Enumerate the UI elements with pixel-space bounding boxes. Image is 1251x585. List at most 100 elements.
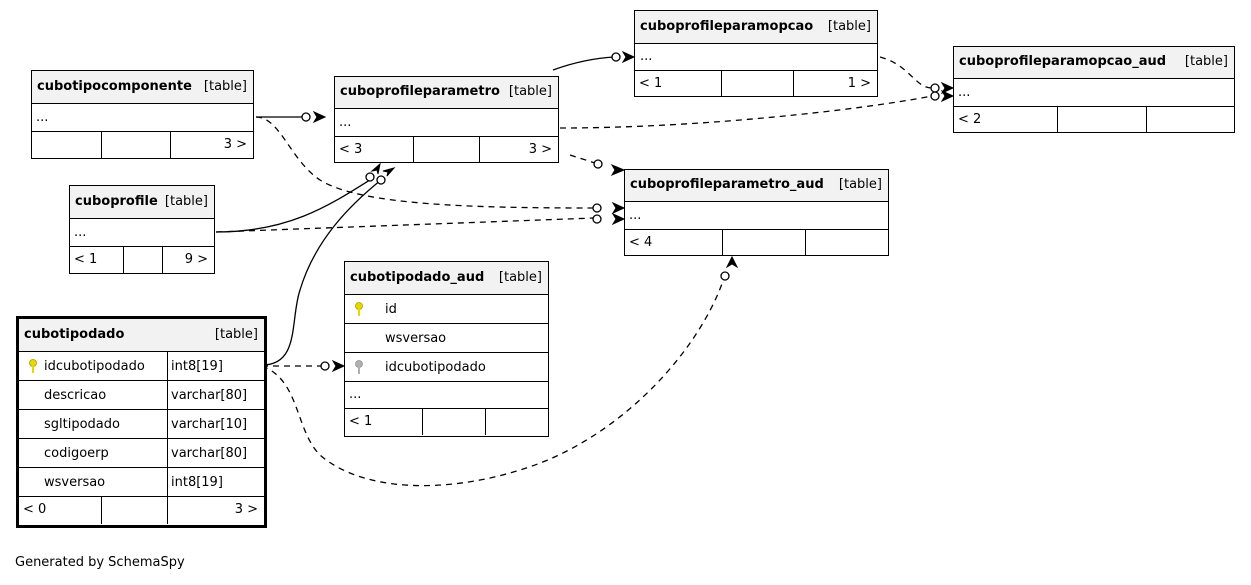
parent-count: < 4 [629, 235, 653, 250]
parent-count: < 2 [958, 112, 982, 127]
table-footer: < 0 3 > [19, 497, 264, 524]
endpoint-optional [930, 91, 940, 101]
column-type: int8[19] [171, 359, 223, 374]
column-row: wsversao int8[19] [19, 468, 264, 497]
primary-key-icon [355, 302, 363, 316]
endpoint-optional [592, 214, 602, 224]
table-type: [table] [498, 270, 542, 285]
ellipsis-row: ... [954, 79, 1234, 107]
table-cuboprofileparamopcao_aud[interactable]: cuboprofileparamopcao_aud [table] ... < … [953, 46, 1235, 133]
column-name: wsversao [385, 331, 447, 346]
child-count: 9 > [184, 252, 208, 267]
table-type: [table] [203, 79, 247, 94]
column-row: sgltipodado varchar[10] [19, 410, 264, 439]
column-type: int8[19] [171, 475, 223, 490]
column-name: idcubotipodado [44, 359, 145, 374]
crowfoot-marker [611, 201, 626, 215]
column-type: varchar[80] [171, 446, 248, 461]
column-row: idcubotipodado int8[19] [19, 352, 264, 381]
generator-credit: Generated by SchemaSpy [15, 555, 185, 570]
table-name: cuboprofile [75, 194, 158, 209]
column-type: varchar[80] [171, 388, 248, 403]
table-cubotipocomponente[interactable]: cubotipocomponente [table] ... 3 > [31, 70, 254, 159]
crowfoot-marker [312, 110, 327, 124]
child-count: 3 > [223, 137, 247, 152]
ellipsis-row: ... [70, 219, 214, 247]
table-type: [table] [838, 177, 882, 192]
ellipsis-row: ... [335, 109, 558, 137]
column-name: descricao [44, 388, 107, 403]
column-row: wsversao [345, 324, 548, 353]
endpoint-optional [930, 83, 940, 93]
table-header: cuboprofileparamopcao_aud [table] [954, 47, 1234, 79]
table-type: [table] [508, 84, 552, 99]
table-header: cuboprofile [table] [70, 186, 214, 219]
column-name: wsversao [44, 475, 106, 490]
foreign-key-icon [355, 360, 363, 374]
table-header: cubotipocomponente [table] [32, 71, 253, 104]
endpoint-optional [593, 159, 603, 169]
column-name: sgltipodado [44, 417, 120, 432]
table-type: [table] [164, 194, 208, 209]
table-cuboprofileparametro_aud[interactable]: cuboprofileparametro_aud [table] ... < 4 [624, 169, 889, 256]
edge-profile-parametro [215, 177, 374, 233]
crowfoot-marker [611, 212, 626, 226]
table-header: cuboprofileparamopcao [table] [635, 11, 877, 44]
table-header: cuboprofileparametro [table] [335, 77, 558, 109]
table-cubotipodado[interactable]: cubotipodado [table] idcubotipodado int8… [16, 316, 267, 528]
ellipsis-row: ... [635, 44, 877, 71]
table-footer: < 1 [345, 409, 548, 435]
table-name: cuboprofileparamopcao_aud [959, 54, 1167, 69]
crowfoot-marker [725, 255, 739, 269]
child-count: 3 > [528, 142, 552, 157]
table-name: cuboprofileparametro [340, 84, 500, 99]
parent-count: < 1 [349, 414, 373, 429]
table-cuboprofileparametro[interactable]: cuboprofileparametro [table] ... < 3 3 > [334, 76, 559, 163]
crowfoot-marker [370, 162, 381, 175]
table-footer: 3 > [32, 132, 253, 158]
table-name: cuboprofileparametro_aud [630, 177, 824, 192]
endpoint-optional [611, 52, 621, 62]
column-name: idcubotipodado [385, 360, 486, 375]
table-cuboprofileparamopcao[interactable]: cuboprofileparamopcao [table] ... < 1 1 … [634, 10, 878, 97]
edge-tipodado-parametroaud [261, 277, 725, 487]
column-row: descricao varchar[80] [19, 381, 264, 410]
endpoint-optional [592, 203, 602, 213]
crowfoot-marker [940, 81, 955, 95]
edge-paramopcao-paramopcaoaud [879, 56, 933, 89]
table-cubotipodado_aud[interactable]: cubotipodado_aud [table] id wsversao idc… [344, 261, 549, 437]
edge-parametro-paramopcao [552, 56, 616, 71]
crowfoot-marker [610, 163, 626, 177]
crowfoot-marker [331, 359, 346, 373]
table-footer: < 3 3 > [335, 137, 558, 163]
crowfoot-marker [940, 89, 955, 103]
table-header: cuboprofileparametro_aud [table] [625, 170, 888, 202]
table-footer: < 1 1 > [635, 71, 877, 97]
table-footer: < 1 9 > [70, 247, 214, 273]
parent-count: < 0 [23, 502, 47, 517]
table-name: cubotipodado [24, 327, 125, 342]
table-name: cuboprofileparamopcao [640, 19, 814, 34]
column-row: idcubotipodado [345, 353, 548, 382]
edge-parametro-parametroaud [569, 154, 596, 164]
table-footer: < 2 [954, 107, 1234, 133]
child-count: 3 > [234, 502, 258, 517]
edge-profile-parametroaud [215, 217, 595, 233]
column-type: varchar[10] [171, 417, 248, 432]
table-type: [table] [1184, 54, 1228, 69]
parent-count: < 1 [74, 252, 98, 267]
edge-tipodado-parametro [261, 179, 382, 366]
endpoint-optional [720, 271, 730, 281]
table-type: [table] [214, 327, 258, 342]
column-name: id [385, 302, 397, 317]
table-footer: < 4 [625, 230, 888, 256]
parent-count: < 3 [339, 142, 363, 157]
endpoint-optional [301, 112, 311, 122]
table-header: cubotipodado_aud [table] [345, 262, 548, 295]
table-name: cubotipodado_aud [350, 270, 485, 285]
table-cuboprofile[interactable]: cuboprofile [table] ... < 1 9 > [69, 185, 215, 274]
primary-key-icon [29, 359, 37, 373]
parent-count: < 1 [639, 76, 663, 91]
edge-parametro-paramopcaoaud [559, 95, 933, 129]
